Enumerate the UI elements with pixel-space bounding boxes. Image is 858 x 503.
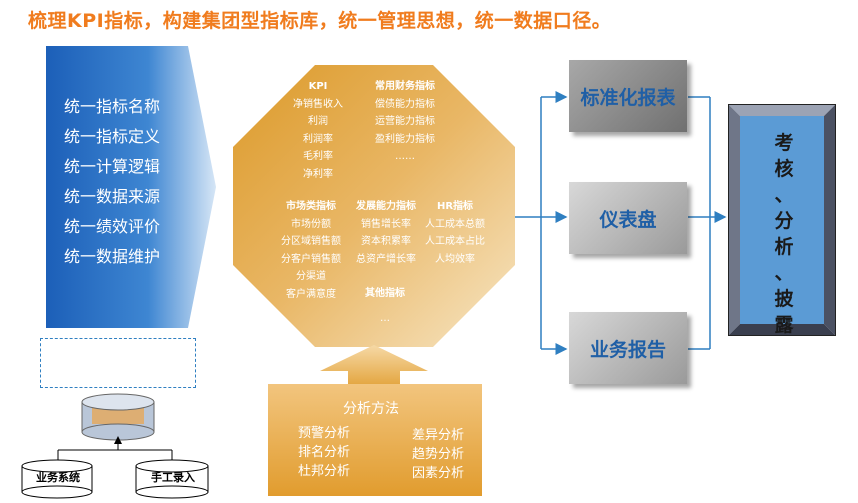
kpi-item: 毛利率 [303,151,333,162]
growth-item: 资本积累率 [361,236,411,247]
final-label: 考 核 、 分 析 、 披 露 [764,130,804,338]
final-char: 、 [774,184,794,206]
growth-item: 总资产增长率 [356,253,416,265]
hr-item: 人工成本总额 [425,218,485,230]
market-group: 市场类指标 市场份额 分区域销售额 分客户销售额 分渠道 客户满意度 [273,198,349,303]
final-char: 考 [774,132,794,154]
analysis-methods-box [268,384,482,496]
growth-group: 发展能力指标 销售增长率 资本积累率 总资产增长率 [350,198,422,268]
other-group: 其他指标 … [350,285,420,327]
database-icon [81,393,155,441]
method-item: 预警分析 [298,426,351,441]
list-item: 统一数据来源 [64,187,161,206]
up-arrow-icon [320,345,428,387]
kpi-item: 净利率 [303,168,333,180]
methods-right-list: 差异分析 趋势分析 因素分析 [412,426,464,483]
growth-heading: 发展能力指标 [356,201,416,212]
method-item: 排名分析 [298,445,351,460]
page-title: 梳理KPI指标，构建集团型指标库，统一管理思想，统一数据口径。 [28,10,612,32]
market-item: 分客户销售额 [281,253,341,265]
market-heading: 市场类指标 [286,201,336,212]
list-item: 统一数据维护 [64,247,161,266]
indicator-library-octagon [233,65,515,347]
data-source-diagram [21,393,209,499]
output-business-report: 业务报告 [569,312,687,384]
left-arrow-panel [46,46,216,328]
kpi-group: KPI 净销售收入 利润 利润率 毛利率 净利率 [288,78,348,183]
output-standard-report: 标准化报表 [569,60,687,132]
kpi-item: 净销售收入 [293,98,343,110]
finance-item: 运营能力指标 [375,116,435,127]
final-char: 披 [774,288,794,310]
finance-group: 常用财务指标 偿债能力指标 运营能力指标 盈利能力指标 …… [370,78,440,166]
dashed-placeholder-box [40,338,196,388]
final-char: 分 [774,210,794,232]
methods-left-list: 预警分析 排名分析 杜邦分析 [298,424,350,481]
hr-item: 人均效率 [435,253,475,265]
business-system-label: 业务系统 [36,471,80,484]
market-item: 市场份额 [291,218,331,230]
final-assessment-box [728,104,836,336]
list-item: 统一绩效评价 [64,217,161,236]
kpi-item: 利润 [308,116,328,127]
final-char: 析 [774,236,794,258]
hr-heading: HR指标 [436,201,474,212]
market-item: 分区域销售额 [281,236,341,247]
final-char: 核 [774,158,794,180]
finance-item: 盈利能力指标 [375,133,435,145]
market-item: 分渠道 [296,271,326,282]
other-ellipsis: … [380,312,390,324]
manual-entry-label: 手工录入 [151,471,195,484]
list-item: 统一指标定义 [64,127,161,146]
hr-item: 人工成本占比 [425,236,485,247]
final-char: 、 [774,262,794,284]
kpi-item: 利润率 [303,133,333,145]
output-dashboard: 仪表盘 [569,182,687,254]
hr-group: HR指标 人工成本总额 人工成本占比 人均效率 [420,198,490,268]
growth-item: 销售增长率 [361,218,411,230]
manual-entry-cylinder [135,459,209,499]
market-item: 客户满意度 [286,288,336,300]
final-char: 露 [774,314,794,336]
list-item: 统一指标名称 [64,97,161,116]
kpi-heading: KPI [308,81,328,92]
business-system-cylinder [21,459,93,499]
unification-list: 统一指标名称 统一指标定义 统一计算逻辑 统一数据来源 统一绩效评价 统一数据维… [64,92,204,272]
other-heading: 其他指标 [365,288,405,299]
method-item: 杜邦分析 [298,464,351,479]
method-item: 差异分析 [412,428,465,443]
method-item: 因素分析 [412,466,465,481]
finance-heading: 常用财务指标 [375,81,435,92]
finance-item: 偿债能力指标 [375,98,435,110]
method-item: 趋势分析 [412,447,465,462]
finance-item: …… [395,151,415,162]
list-item: 统一计算逻辑 [64,157,161,176]
analysis-methods-title: 分析方法 [343,401,399,417]
